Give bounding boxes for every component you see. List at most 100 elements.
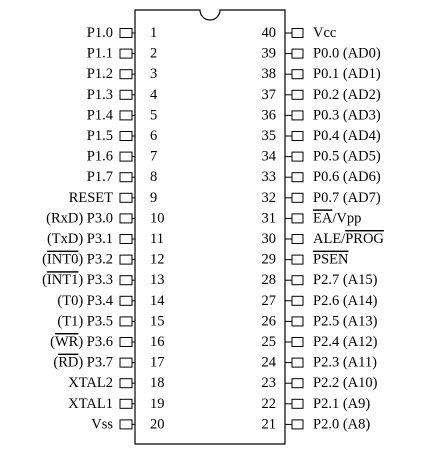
pin-pad: [291, 69, 304, 80]
pin-number: 31: [262, 210, 277, 226]
chip-body: [134, 9, 286, 445]
pin-number: 3: [150, 66, 157, 82]
pin-pad: [291, 337, 304, 347]
pin-label: P0.3 (AD3): [313, 107, 381, 123]
pin-17: (RD) P3.7 17: [53, 355, 164, 371]
pin-number: 32: [262, 190, 277, 206]
pin-number: 39: [262, 46, 277, 62]
pin-pad: [291, 151, 304, 162]
pin-pad: [291, 234, 304, 244]
pin-number: 18: [150, 375, 165, 391]
pin-number: 13: [150, 272, 165, 288]
pin-pad: [291, 357, 304, 368]
pin-label: P1.3: [87, 87, 113, 103]
pin-number: 8: [150, 169, 157, 185]
pin-pad: [291, 172, 304, 183]
pin-40: 40 Vcc: [262, 25, 337, 41]
pin-number: 4: [150, 87, 158, 103]
pin-label: P1.2: [87, 66, 113, 82]
pin-pad: [119, 337, 133, 347]
chip-outline: [134, 9, 286, 445]
pin-label: (RD) P3.7: [53, 355, 113, 371]
pin-pad: [119, 213, 133, 224]
pin-number: 28: [262, 272, 277, 288]
pin-22: 22 P2.1 (A9): [262, 396, 371, 412]
pin-pad: [291, 131, 304, 141]
pin-number: 27: [262, 293, 277, 309]
pin-pad: [119, 48, 133, 59]
pin-label: (RxD) P3.0: [46, 210, 113, 226]
pin-label: P1.7: [87, 169, 113, 185]
pin-3: P1.2 3: [87, 66, 157, 82]
pin-label: (INT1) P3.3: [42, 272, 113, 288]
pin-number: 15: [150, 313, 165, 329]
pin-label: P2.6 (A14): [313, 293, 378, 309]
pin-pad: [291, 192, 304, 203]
pin-label: P0.0 (AD0): [313, 46, 381, 62]
pin-pad: [119, 357, 133, 368]
pin-number: 37: [262, 87, 277, 103]
pin-number: 25: [262, 334, 277, 350]
pin-pad: [119, 295, 133, 306]
pin-number: 33: [262, 169, 277, 185]
pin-number: 38: [262, 66, 277, 82]
pin-pad: [119, 398, 133, 409]
pin-pad: [119, 419, 133, 430]
pin-pad: [119, 28, 133, 38]
pin-37: 37 P0.2 (AD2): [262, 87, 381, 103]
pin-label: P0.1 (AD1): [313, 66, 381, 82]
right-pin-column: 40 Vcc 39 P0.0 (AD0) 38 P0.1 (AD1) 37 P0.2 (AD2…: [262, 25, 385, 432]
pin-4: P1.3 4: [87, 87, 158, 103]
pin-label: XTAL1: [68, 396, 113, 412]
pin-number: 6: [150, 128, 157, 144]
pin-label: Vcc: [313, 25, 336, 41]
pin-pad: [119, 316, 133, 327]
pin-number: 40: [262, 25, 277, 41]
pin-2: P1.1 2: [87, 46, 157, 62]
pin-label: P0.7 (AD7): [313, 190, 381, 206]
pin-label: P2.2 (A10): [313, 375, 378, 391]
pin-9: RESET 9: [69, 190, 158, 206]
pin-pad: [291, 48, 304, 59]
pin-pad: [291, 213, 304, 224]
pin-label: P1.0: [87, 25, 113, 41]
pin-number: 34: [262, 149, 277, 165]
pin-label: (T1) P3.5: [57, 313, 113, 329]
pin-8: P1.7 8: [87, 169, 157, 185]
pin-label: P0.4 (AD4): [313, 128, 381, 144]
pin-number: 22: [262, 396, 277, 412]
pin-number: 17: [150, 355, 165, 371]
pin-label: P0.2 (AD2): [313, 87, 381, 103]
pin-number: 20: [150, 416, 165, 432]
pin-label: (TxD) P3.1: [47, 231, 113, 247]
pin-label: P2.7 (A15): [313, 272, 378, 288]
pin-number: 2: [150, 46, 157, 62]
pin-number: 5: [150, 107, 157, 123]
pin-pad: [119, 110, 133, 121]
pin-number: 9: [150, 190, 157, 206]
pin-label: (INT0) P3.2: [42, 252, 113, 268]
pin-label: P1.1: [87, 46, 113, 62]
pin-23: 23 P2.2 (A10): [262, 375, 378, 391]
pin-number: 30: [262, 231, 277, 247]
pin-pad: [291, 316, 304, 327]
pin-label: RESET: [69, 190, 113, 206]
pin-label: XTAL2: [68, 375, 113, 391]
pin-pad: [291, 398, 304, 409]
pin-pad: [119, 254, 133, 265]
pin-label: P2.0 (A8): [313, 416, 370, 432]
pin-number: 36: [262, 107, 277, 123]
pin-number: 23: [262, 375, 277, 391]
pin-label: P2.1 (A9): [313, 396, 370, 412]
